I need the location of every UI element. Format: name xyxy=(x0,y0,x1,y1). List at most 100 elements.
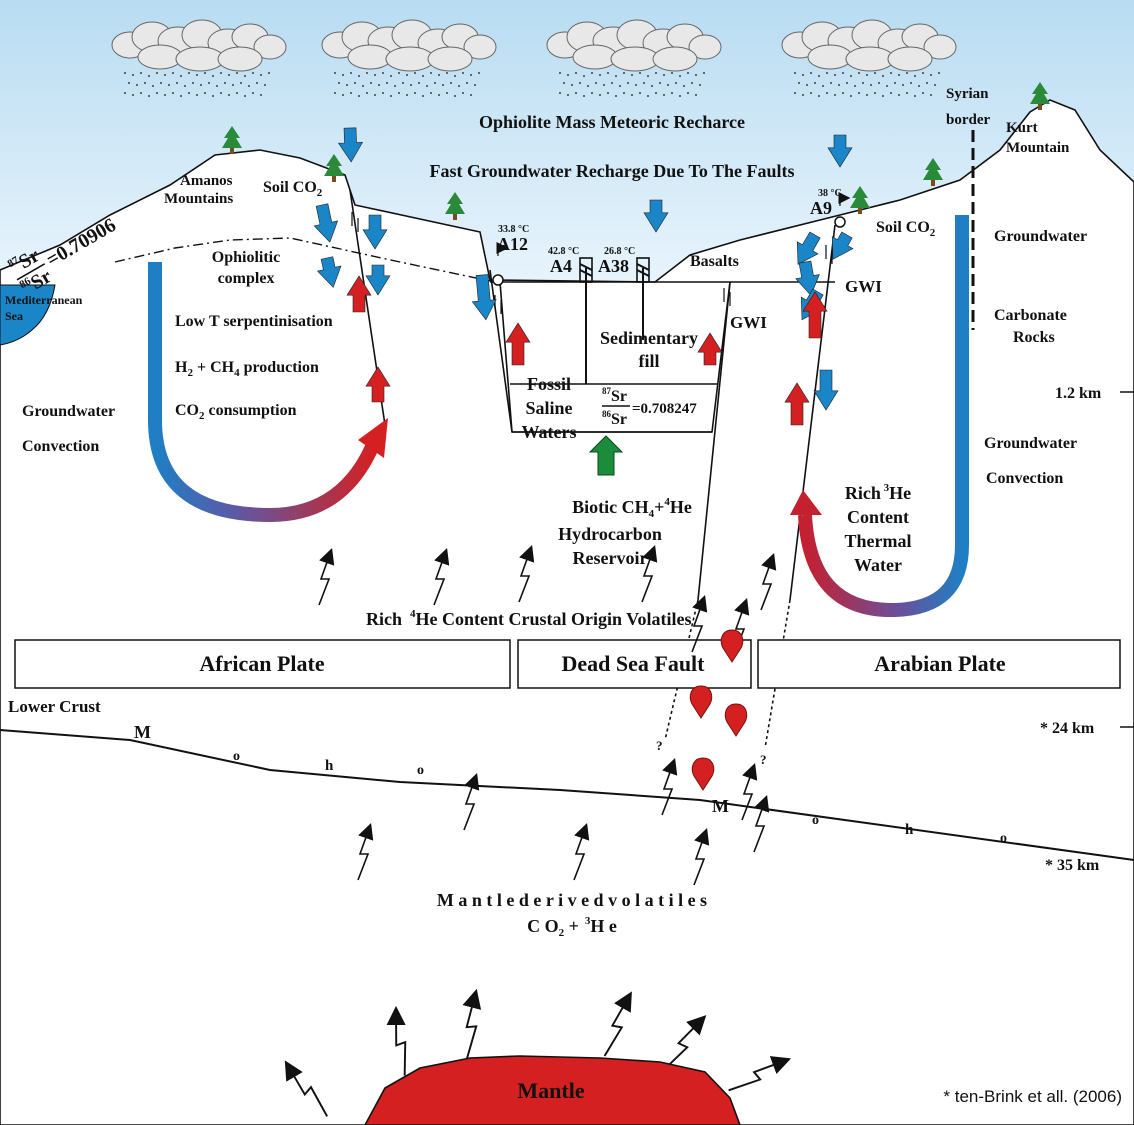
kurt-label-1: Kurt xyxy=(1006,120,1038,136)
carbonate-label-2: Rocks xyxy=(1013,329,1055,346)
ophiolite-boundary-line xyxy=(114,237,496,283)
moho-right-h: h xyxy=(905,822,914,838)
green-up-arrow xyxy=(588,435,624,476)
flow-arrow xyxy=(471,274,497,321)
flow-arrow xyxy=(505,322,531,366)
flow-arrow xyxy=(795,260,820,297)
gwi-right-label: GWI xyxy=(845,277,882,296)
biotic-label: Biotic CH4+4He xyxy=(572,496,692,520)
arabian-plate-box xyxy=(757,639,1121,689)
a4-temp: 42.8 °C xyxy=(548,246,579,257)
depth-24-km: * 24 km xyxy=(1040,720,1095,737)
flow-arrow xyxy=(643,199,669,233)
flow-arrow xyxy=(313,203,339,243)
fossil-label-1: Fossil xyxy=(527,374,571,394)
recharge-arrows xyxy=(313,127,854,411)
fault-lines xyxy=(349,189,836,749)
svg-text:87Sr: 87Sr xyxy=(602,386,627,405)
rich3he-label-2: Content xyxy=(847,507,909,527)
moho-right-o1: o xyxy=(812,813,819,828)
flow-arrow xyxy=(346,275,372,313)
carbonate-label-1: Carbonate xyxy=(994,307,1067,324)
reservoir-label: Reservoir xyxy=(573,548,648,568)
co2-consumption-label: CO2 consumption xyxy=(175,402,297,422)
flow-arrow xyxy=(365,264,391,296)
right-convection-head xyxy=(790,490,822,515)
east-gw-label-1: Groundwater xyxy=(984,435,1077,452)
kurt-label-2: Mountain xyxy=(1006,140,1070,156)
moho-left-o2: o xyxy=(417,763,424,778)
left-convection-loop xyxy=(148,262,382,523)
flow-arrow xyxy=(827,134,853,168)
right-convection-loop xyxy=(798,215,969,618)
a9-label: A9 xyxy=(810,198,832,218)
sea-label-1: Mediterranean xyxy=(5,293,83,307)
serpentinisation-label: Low T serpentinisation xyxy=(175,313,333,330)
wells xyxy=(579,257,650,384)
east-gw-label-2: Convection xyxy=(986,470,1063,487)
a38-label: A38 xyxy=(598,256,629,276)
hydrocarbon-label: Hydrocarbon xyxy=(558,524,662,544)
fault-recharge-label: Fast Groundwater Recharge Due To The Fau… xyxy=(429,161,794,181)
moho-right-m: M xyxy=(712,796,729,816)
mantle-volatiles-label: M a n t l e d e r i v e d v o l a t i l … xyxy=(437,890,707,910)
mediterranean-sea xyxy=(0,284,56,346)
syrian-label-2: border xyxy=(946,112,991,128)
rich3he-label-1: Rich 3He xyxy=(845,482,911,503)
flow-arrow xyxy=(697,332,723,366)
h2-ch4-label: H2 + CH4 production xyxy=(175,359,319,379)
question-mark-2: ? xyxy=(760,752,767,767)
east-soil-co2-label: Soil CO2 xyxy=(876,219,936,239)
west-soil-co2-label: Soil CO2 xyxy=(263,179,323,199)
dead-sea-fault-box xyxy=(517,639,752,689)
spring-a9-marker xyxy=(834,216,846,228)
west-gw-label-2: Convection xyxy=(22,438,99,455)
depth-35-km: * 35 km xyxy=(1045,857,1100,874)
a12-temp: 33.8 °C xyxy=(498,224,529,235)
basin-sr-ratio: 87Sr 86Sr =0.708247 xyxy=(602,386,697,428)
a9-temp: 38 °C xyxy=(818,188,842,199)
ophiolitic-label-1: Ophiolitic xyxy=(212,249,280,266)
african-plate-label: African Plate xyxy=(199,651,324,676)
dead-sea-fault-label: Dead Sea Fault xyxy=(562,651,706,676)
spring-a12-marker xyxy=(492,274,504,286)
moho-right-o2: o xyxy=(1000,831,1007,846)
rich3he-label-4: Water xyxy=(854,555,902,575)
recharge-title: Ophiolite Mass Meteoric Recharce xyxy=(479,112,745,132)
moho-left-m: M xyxy=(134,722,151,742)
depth-1-2-km: 1.2 km xyxy=(1055,385,1102,402)
west-gw-label-1: Groundwater xyxy=(22,403,115,420)
co2-3he-label: C O2 +3H e xyxy=(527,915,617,939)
syrian-label-1: Syrian xyxy=(946,86,989,102)
svg-text:86Sr: 86Sr xyxy=(602,409,627,428)
sedimentary-label-1: Sedimentary xyxy=(600,328,698,348)
east-groundwater-label: Groundwater xyxy=(994,228,1087,245)
moho-line xyxy=(0,729,1134,861)
flow-arrow xyxy=(784,382,810,426)
flow-arrow xyxy=(365,366,391,403)
flow-arrow xyxy=(813,369,839,411)
left-convection-head xyxy=(358,418,388,458)
flow-arrow xyxy=(831,231,854,260)
question-mark-1: ? xyxy=(656,738,663,753)
gwi-left-label: GWI xyxy=(730,313,767,332)
rich3he-label-3: Thermal xyxy=(845,531,912,551)
a12-label: A12 xyxy=(497,234,528,254)
sedimentary-label-2: fill xyxy=(639,351,660,371)
flow-arrow xyxy=(316,256,342,288)
fossil-label-2: Saline xyxy=(525,398,572,418)
flow-arrow xyxy=(337,127,364,163)
a4-label: A4 xyxy=(550,256,572,276)
sea-label-2: Sea xyxy=(5,309,23,323)
moho-left-h: h xyxy=(325,758,334,774)
flow-arrow xyxy=(802,291,828,339)
fossil-label-3: Waters xyxy=(522,422,577,442)
african-plate-box xyxy=(14,639,511,689)
basalts-label: Basalts xyxy=(690,253,739,270)
a38-temp: 26.8 °C xyxy=(604,246,635,257)
arabian-plate-label: Arabian Plate xyxy=(874,651,1006,676)
amanos-label-1: Amanos xyxy=(180,173,233,189)
